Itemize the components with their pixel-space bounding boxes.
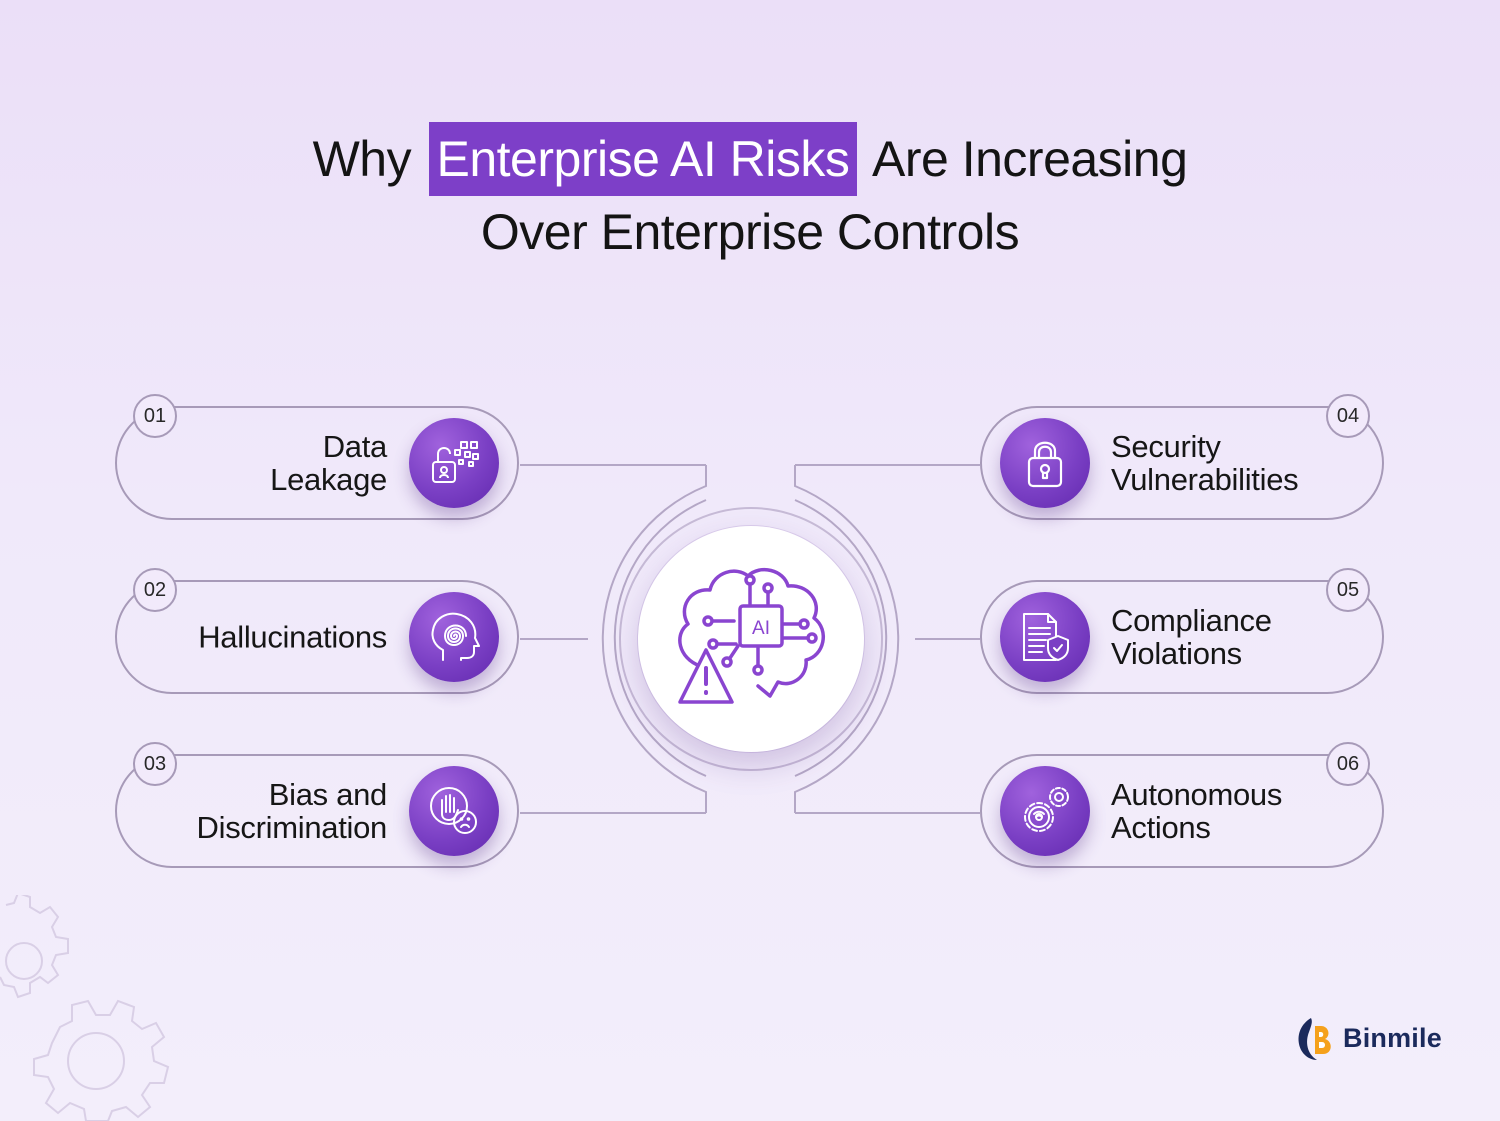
spiral-head-icon bbox=[409, 592, 499, 682]
binmile-logo: Binmile bbox=[1293, 1014, 1442, 1062]
brand-name: Binmile bbox=[1343, 1022, 1442, 1053]
title-line-1: Why Enterprise AI Risks Are Increasing bbox=[0, 122, 1500, 196]
risk-label: Compliance Violations bbox=[1111, 603, 1272, 671]
hand-sad-face-icon bbox=[409, 766, 499, 856]
ai-chip-label: AI bbox=[752, 618, 770, 639]
title-prefix: Why bbox=[312, 131, 412, 187]
risk-label: Hallucinations bbox=[198, 619, 387, 655]
ai-brain-warning-icon: AI bbox=[678, 567, 825, 704]
risk-number-badge: 06 bbox=[1326, 742, 1370, 786]
risk-card-hallucinations: 02 Hallucinations bbox=[115, 568, 519, 694]
page-title: Why Enterprise AI Risks Are Increasing O… bbox=[0, 122, 1500, 268]
risk-number-badge: 04 bbox=[1326, 394, 1370, 438]
binmile-logo-mark-icon bbox=[1298, 1018, 1331, 1060]
risk-card-bias-and-discrimination: 03 Bias and Discrimination bbox=[115, 742, 519, 868]
risk-label: Security Vulnerabilities bbox=[1111, 429, 1299, 497]
document-shield-icon bbox=[1000, 592, 1090, 682]
risk-card-autonomous-actions: 06 Autonomous Actions bbox=[980, 742, 1384, 868]
title-highlight: Enterprise AI Risks bbox=[428, 122, 858, 196]
decorative-gears-icon bbox=[0, 895, 170, 1121]
title-suffix: Are Increasing bbox=[872, 131, 1188, 187]
risk-card-security-vulnerabilities: 04 Security Vulnerabilities bbox=[980, 394, 1384, 520]
risk-number-badge: 02 bbox=[133, 568, 177, 612]
risk-number-badge: 01 bbox=[133, 394, 177, 438]
risk-label: Bias and Discrimination bbox=[196, 777, 388, 845]
risk-label: Data Leakage bbox=[270, 429, 387, 497]
gears-icon bbox=[1000, 766, 1090, 856]
unlock-data-icon bbox=[409, 418, 499, 508]
title-line-2: Over Enterprise Controls bbox=[480, 204, 1020, 260]
center-ai-hub: AI bbox=[638, 526, 864, 752]
padlock-icon bbox=[1000, 418, 1090, 508]
risk-number-badge: 05 bbox=[1326, 568, 1370, 612]
risk-card-compliance-violations: 05 Compliance Violations bbox=[980, 568, 1384, 694]
risk-label: Autonomous Actions bbox=[1111, 777, 1283, 845]
risk-number-badge: 03 bbox=[133, 742, 177, 786]
risk-card-data-leakage: 01 Data Leakage bbox=[115, 394, 519, 520]
